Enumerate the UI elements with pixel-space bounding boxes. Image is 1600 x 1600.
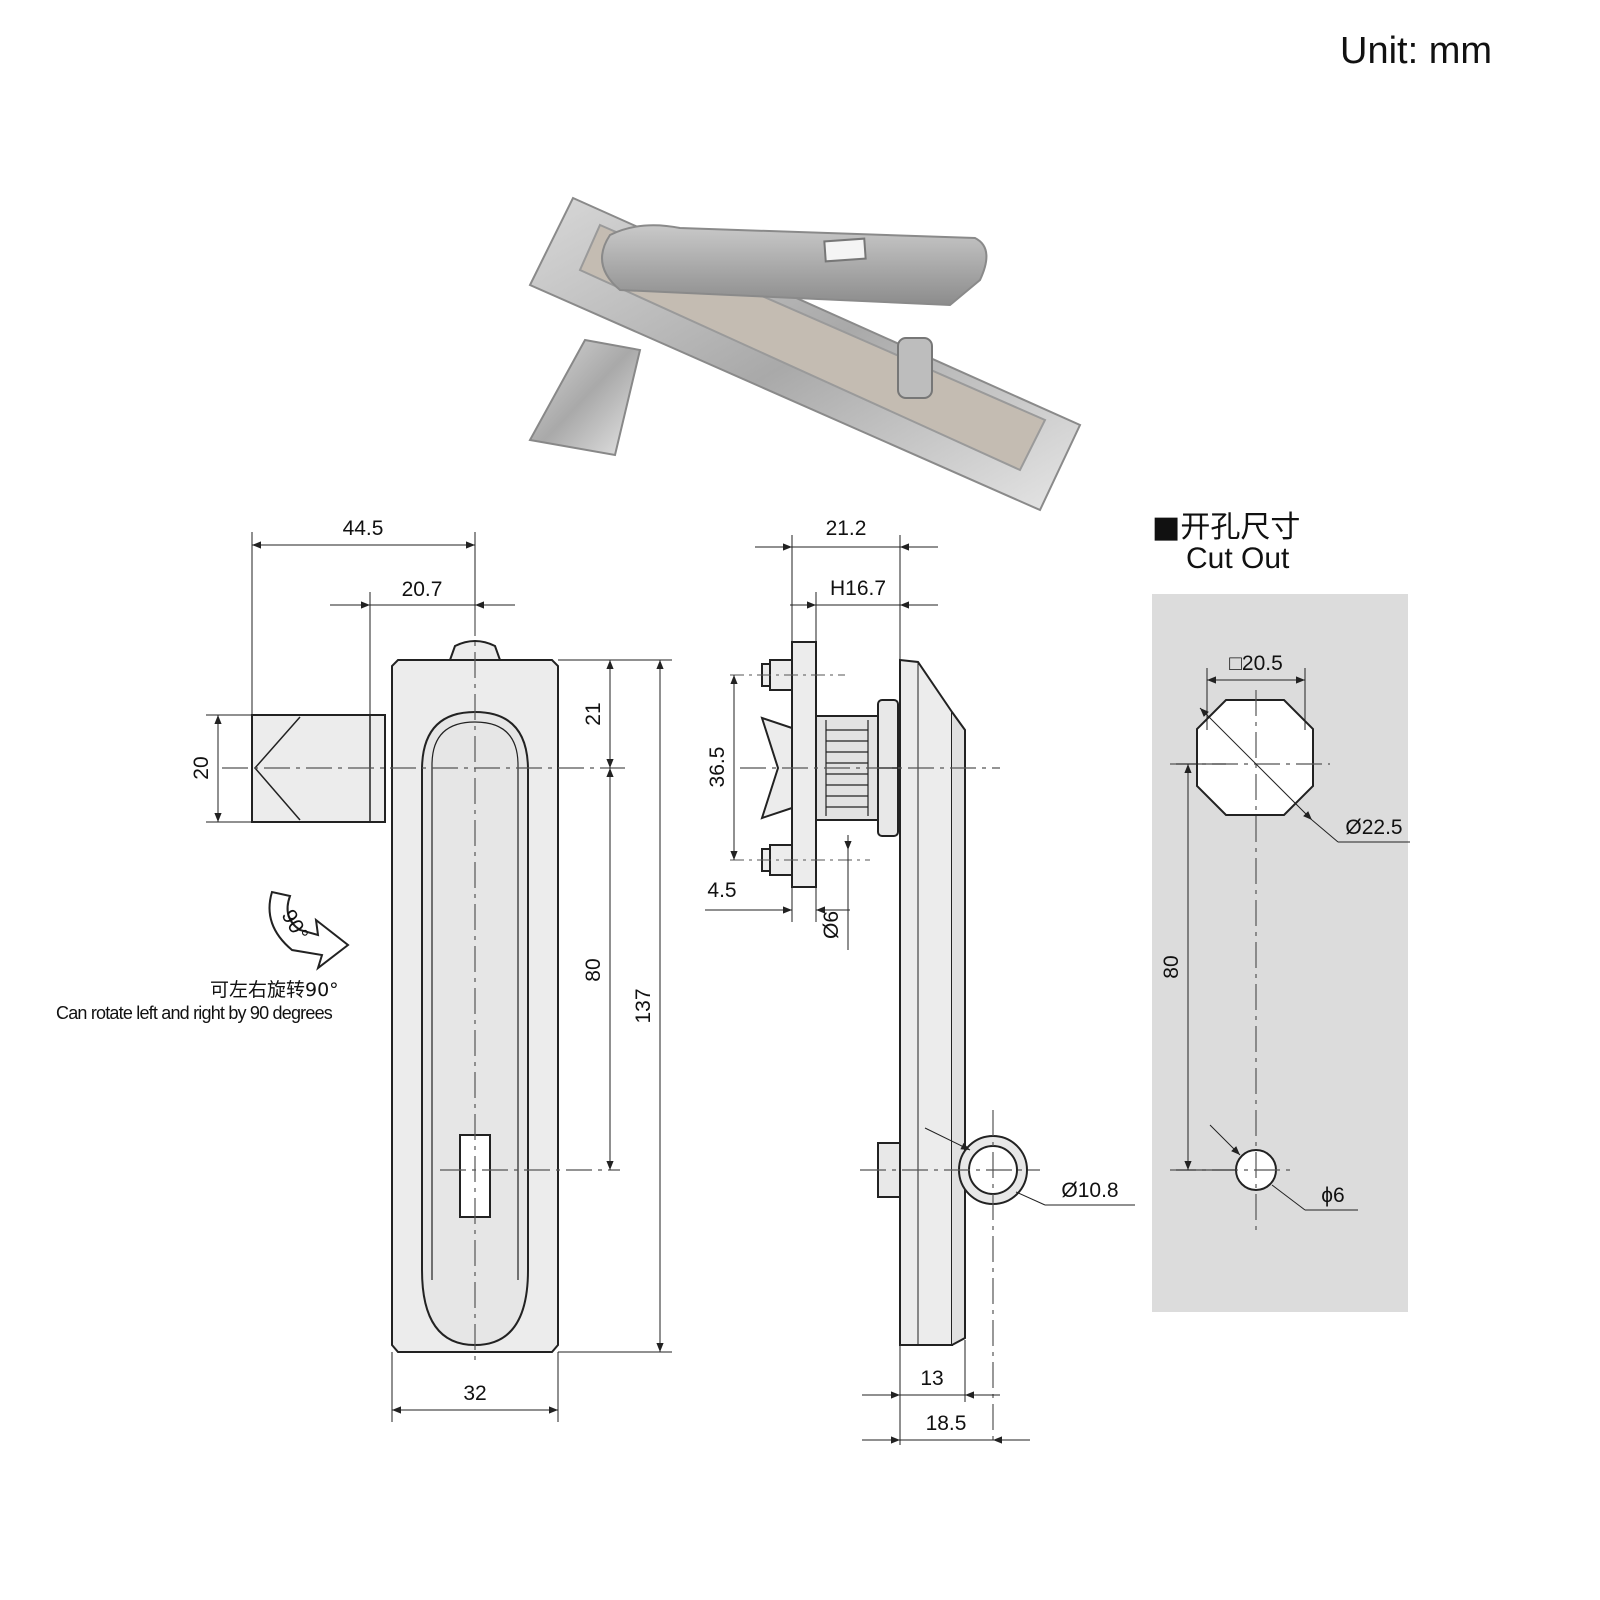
dim-ring-dia: Ø10.8 [1061, 1179, 1118, 1202]
dim-upper: 21 [582, 702, 605, 725]
dim-top-overall: 44.5 [343, 517, 384, 540]
dim-hole-spacing: 80 [582, 958, 605, 981]
side-view: 21.2 H16.7 36.5 4.5 Ø6 Ø10.8 13 [705, 517, 1135, 1445]
dim-top-width: 21.2 [826, 517, 867, 540]
dim-small-hole: ϕ6 [1321, 1184, 1344, 1207]
dim-plate-thick: 4.5 [707, 879, 736, 902]
dim-spacing: 80 [1160, 955, 1183, 978]
rotation-text-en: Can rotate left and right by 90 degrees [56, 1003, 333, 1023]
dim-depth-a: 13 [920, 1367, 943, 1390]
cutout-title-en: Cut Out [1186, 542, 1290, 575]
dim-width: 32 [463, 1382, 486, 1405]
dim-total-height: 137 [632, 988, 655, 1023]
dim-cam-height: 20 [190, 756, 213, 779]
side-view-body [899, 658, 953, 1346]
product-photo [528, 196, 1082, 512]
front-view: 44.5 20.7 20 21 80 137 32 [190, 517, 672, 1422]
rotation-text-cn: 可左右旋转90° [210, 979, 339, 1001]
cutout-view: □20.5 Ø22.5 80 ϕ6 [1152, 594, 1410, 1312]
dim-depth-b: 18.5 [926, 1412, 967, 1435]
dim-h-depth: H16.7 [830, 577, 886, 600]
rotation-arrow-icon: 90° [268, 890, 350, 971]
unit-label: Unit: mm [1340, 30, 1492, 72]
dim-plate-height: 36.5 [706, 747, 729, 788]
dim-bolt-dia: Ø6 [820, 911, 843, 939]
cutout-square-hole [1196, 699, 1314, 816]
dim-square: □20.5 [1229, 652, 1283, 675]
cutout-title-cn: ■开孔尺寸 [1152, 510, 1301, 545]
front-view-handle [421, 710, 529, 1347]
dim-top-offset: 20.7 [402, 578, 443, 601]
dim-circle: Ø22.5 [1345, 816, 1402, 839]
